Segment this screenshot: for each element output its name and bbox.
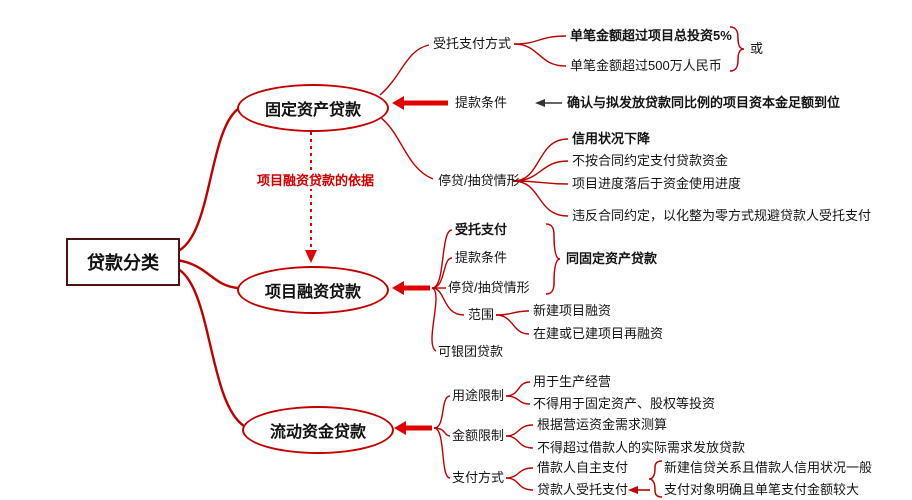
project-drawdown-label: 提款条件 [455, 250, 508, 265]
root-node: 贷款分类 [66, 238, 180, 286]
stop-item-2: 不按合同约定支付贷款资金 [572, 153, 729, 168]
payment-note-2: 支付对象明确且单笔支付金额较大 [664, 482, 860, 497]
payment-item-2: 贷款人受托支付 [537, 482, 629, 497]
stop-loan-label: 停贷/抽贷情形 [438, 173, 520, 188]
project-stop-label: 停贷/抽贷情形 [448, 280, 530, 295]
entrusted-method-label: 受托支付方式 [433, 36, 512, 51]
fixed-branch-wires [379, 35, 569, 217]
stop-item-4: 违反合同约定，以化整为零方式规避贷款人受托支付 [572, 208, 872, 223]
or-label: 或 [750, 41, 764, 56]
drawdown-condition-note: 确认与拟发放贷款同比例的项目资本金足额到位 [567, 95, 841, 110]
stop-item-1: 信用状况下降 [572, 131, 651, 146]
or-brace [729, 26, 745, 72]
drawdown-note-arrow [535, 99, 562, 107]
payment-note-1: 新建信贷关系且借款人信用状况一般 [664, 460, 873, 475]
payment-item-1: 借款人自主支付 [537, 460, 629, 475]
project-entrusted-label: 受托支付 [455, 222, 508, 237]
working-thick-arrow [394, 421, 432, 435]
root-branch-curves [175, 108, 245, 427]
payment-method-label: 支付方式 [452, 470, 505, 485]
usage-item-1: 用于生产经营 [533, 374, 612, 389]
scope-item-1: 新建项目融资 [533, 303, 612, 318]
scope-item-2: 在建或已建项目再融资 [533, 326, 664, 341]
entrusted-item-2: 单笔金额超过500万人民币 [570, 58, 722, 73]
working-capital-loan-node: 流动资金贷款 [242, 406, 394, 454]
syndicated-loan-label: 可银团贷款 [438, 344, 504, 359]
same-as-fixed-note: 同固定资产贷款 [566, 251, 658, 266]
dependency-note: 项目融资贷款的依据 [255, 173, 377, 189]
project-finance-loan-node: 项目融资贷款 [237, 266, 389, 314]
stop-item-3: 项目进度落后于资金使用进度 [572, 176, 742, 191]
drawdown-condition-label: 提款条件 [455, 95, 508, 110]
dotted-dependency-arrow [305, 132, 317, 263]
amount-item-1: 根据营运资金需求测算 [537, 417, 668, 432]
project-thick-arrow [392, 281, 430, 295]
project-finance-loan-label: 项目融资贷款 [264, 284, 361, 301]
amount-limit-label: 金额限制 [452, 428, 505, 443]
scope-label: 范围 [468, 307, 495, 322]
entrusted-item-1: 单笔金额超过项目总投资5% [570, 28, 732, 43]
usage-limit-label: 用途限制 [452, 388, 505, 403]
usage-item-2: 不得用于固定资产、股权等投资 [533, 396, 716, 411]
working-capital-loan-label: 流动资金贷款 [269, 424, 366, 441]
fixed-asset-loan-label: 固定资产贷款 [264, 102, 361, 119]
amount-item-2: 不得超过借款人的实际需求发放贷款 [537, 440, 746, 455]
same-as-brace [545, 223, 561, 295]
fixed-asset-loan-node: 固定资产贷款 [237, 84, 389, 132]
payment-notes-brace [648, 460, 663, 498]
entrusted-payment-note-arrow [628, 486, 650, 494]
fixed-thick-arrow [392, 96, 448, 110]
root-node-label: 贷款分类 [87, 253, 159, 273]
